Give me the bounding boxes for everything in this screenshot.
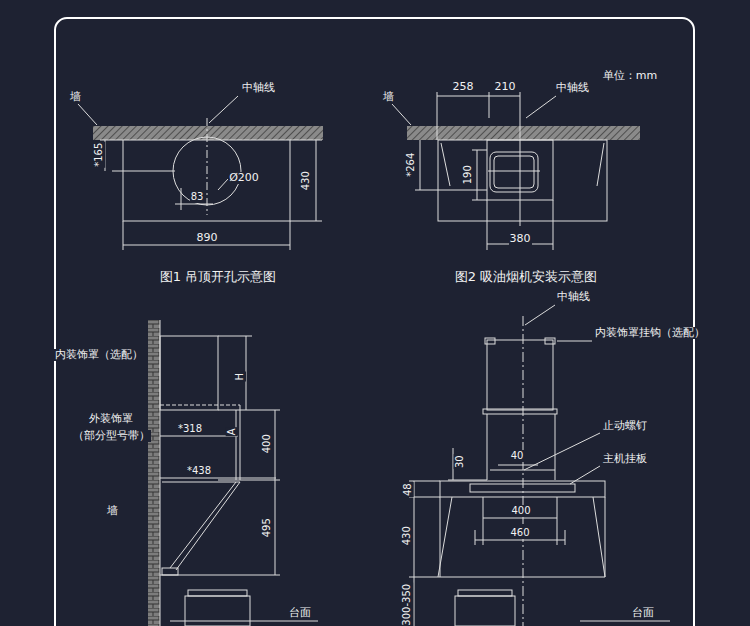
- part-name: 主机挂板: [602, 453, 648, 466]
- dimension: *318: [177, 423, 203, 435]
- part-name: 止动螺钉: [602, 420, 648, 433]
- counter-label: 台面: [631, 607, 655, 620]
- dimension: 210: [494, 81, 517, 94]
- part-name: （部分型号带）: [72, 430, 151, 443]
- axis-label: 中轴线: [556, 291, 591, 304]
- dimension: 300-350: [401, 583, 413, 626]
- dimension: 400: [261, 433, 273, 454]
- dimension: *165: [93, 142, 105, 168]
- figure-caption: 图2 吸油烟机安装示意图: [454, 270, 598, 285]
- wall-label: 墙: [106, 505, 119, 518]
- part-name: 内装饰罩（选配）: [54, 349, 144, 362]
- dimension: 83: [190, 191, 205, 203]
- dimension: *264: [405, 152, 417, 178]
- dimension: 190: [462, 164, 474, 185]
- axis-label: 中轴线: [555, 82, 590, 95]
- dimension: 430: [401, 525, 413, 546]
- dimension: 30: [453, 455, 465, 470]
- part-name: 内装饰罩挂钩（选配）: [594, 327, 706, 340]
- dimension: 40: [510, 450, 525, 462]
- wall-label: 墙: [69, 91, 82, 104]
- counter-label: 台面: [288, 607, 312, 620]
- figure-caption: 图1 吊顶开孔示意图: [159, 270, 277, 285]
- dimension: A: [225, 428, 237, 437]
- dimension: 890: [196, 232, 219, 245]
- dimension: 495: [261, 517, 273, 538]
- dimension: 258: [452, 81, 475, 94]
- dimension: *438: [186, 465, 212, 477]
- dimension: 380: [509, 233, 532, 246]
- dimension: 400: [510, 505, 531, 517]
- unit-note: 单位：mm: [602, 70, 658, 83]
- dimension: 460: [509, 527, 530, 539]
- wall-label: 墙: [382, 91, 395, 104]
- dimension: Ø200: [228, 172, 260, 185]
- dimension: H: [234, 372, 246, 382]
- dimension: 48: [401, 483, 413, 498]
- part-name: 外装饰罩: [88, 413, 134, 426]
- dimension: 430: [300, 170, 312, 191]
- axis-label: 中轴线: [241, 82, 276, 95]
